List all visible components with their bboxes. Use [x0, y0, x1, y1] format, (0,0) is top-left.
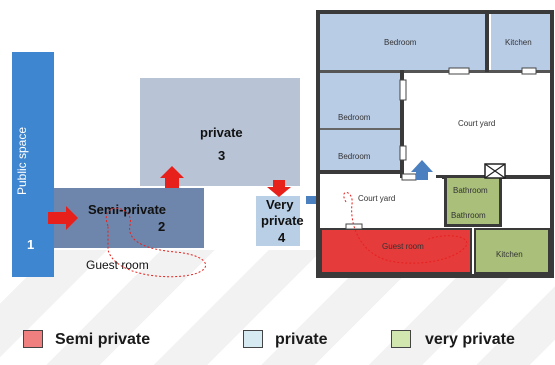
door-marker — [399, 145, 407, 161]
room-court-yard-small-label: Court yard — [358, 194, 396, 203]
legend-label-semi-private: Semi private — [55, 331, 151, 348]
room-court-yard-main-label: Court yard — [458, 119, 496, 128]
legend-swatch-private — [243, 330, 263, 348]
room-bedroom-mid: Bedroom — [320, 73, 400, 128]
wall-bedrooms-bottom — [320, 170, 404, 174]
room-bathroom-1-label: Bathroom — [453, 186, 488, 195]
arrow-down-icon — [267, 180, 291, 197]
very-private-label-line1: Very — [266, 197, 294, 212]
room-bathrooms: Bathroom Bathroom — [444, 175, 502, 227]
room-bedroom-mid-label: Bedroom — [338, 113, 371, 122]
public-space-number: 1 — [27, 237, 35, 252]
arrow-up-icon — [160, 166, 184, 188]
guest-room-label: Guest room — [86, 258, 149, 272]
door-marker — [399, 79, 407, 101]
wall-top — [316, 10, 554, 14]
zone-public-space — [12, 52, 54, 277]
legend-label-private: private — [275, 331, 328, 348]
private-label: private — [200, 125, 243, 140]
wall-left — [316, 10, 320, 278]
room-bedroom-top: Bedroom — [320, 14, 485, 72]
door-marker — [448, 67, 470, 75]
room-bathroom-2-label: Bathroom — [451, 211, 486, 220]
door-marker — [521, 67, 537, 75]
room-kitchen-bottom: Kitchen — [474, 228, 550, 274]
room-kitchen-bottom-label: Kitchen — [496, 250, 523, 259]
private-number: 3 — [218, 148, 226, 163]
very-private-number: 4 — [278, 230, 286, 245]
dotted-path-plan — [343, 192, 468, 264]
wall-row-1 — [320, 70, 550, 73]
room-kitchen-top: Kitchen — [491, 14, 550, 72]
wall-bedroom-divider — [320, 128, 400, 130]
dotted-path-left — [105, 207, 207, 278]
floor-plan: Bedroom Kitchen Bedroom Bedroom Court ya… — [316, 10, 554, 278]
zone-very-private — [256, 196, 300, 246]
legend-swatch-semi-private — [23, 330, 43, 348]
room-guest-room-label: Guest room — [382, 242, 424, 251]
wall-right — [550, 10, 554, 278]
zone-private — [140, 78, 300, 186]
room-court-yard-main: Court yard — [404, 73, 550, 179]
zone-semi-private — [54, 188, 204, 248]
room-bedroom-low: Bedroom — [320, 130, 400, 170]
wall-bedroom-kitchen — [485, 14, 489, 72]
door-marker — [401, 173, 417, 181]
wall-bedrooms-right — [400, 70, 404, 182]
wall-bottom — [316, 274, 554, 278]
room-bedroom-top-label: Bedroom — [384, 38, 417, 47]
arrow-right-icon — [48, 206, 78, 230]
semi-private-number: 2 — [158, 219, 166, 234]
legend-swatch-very-private — [391, 330, 411, 348]
arrow-up-blue-icon — [411, 160, 433, 180]
floor-plan-details — [343, 67, 537, 264]
legend-label-very-private: very private — [425, 331, 515, 348]
very-private-label-line2: private — [261, 213, 304, 228]
room-kitchen-top-label: Kitchen — [505, 38, 532, 47]
room-guest-room: Guest room — [320, 228, 472, 274]
room-court-yard-small: Court yard — [320, 178, 442, 222]
room-bedroom-low-label: Bedroom — [338, 152, 371, 161]
